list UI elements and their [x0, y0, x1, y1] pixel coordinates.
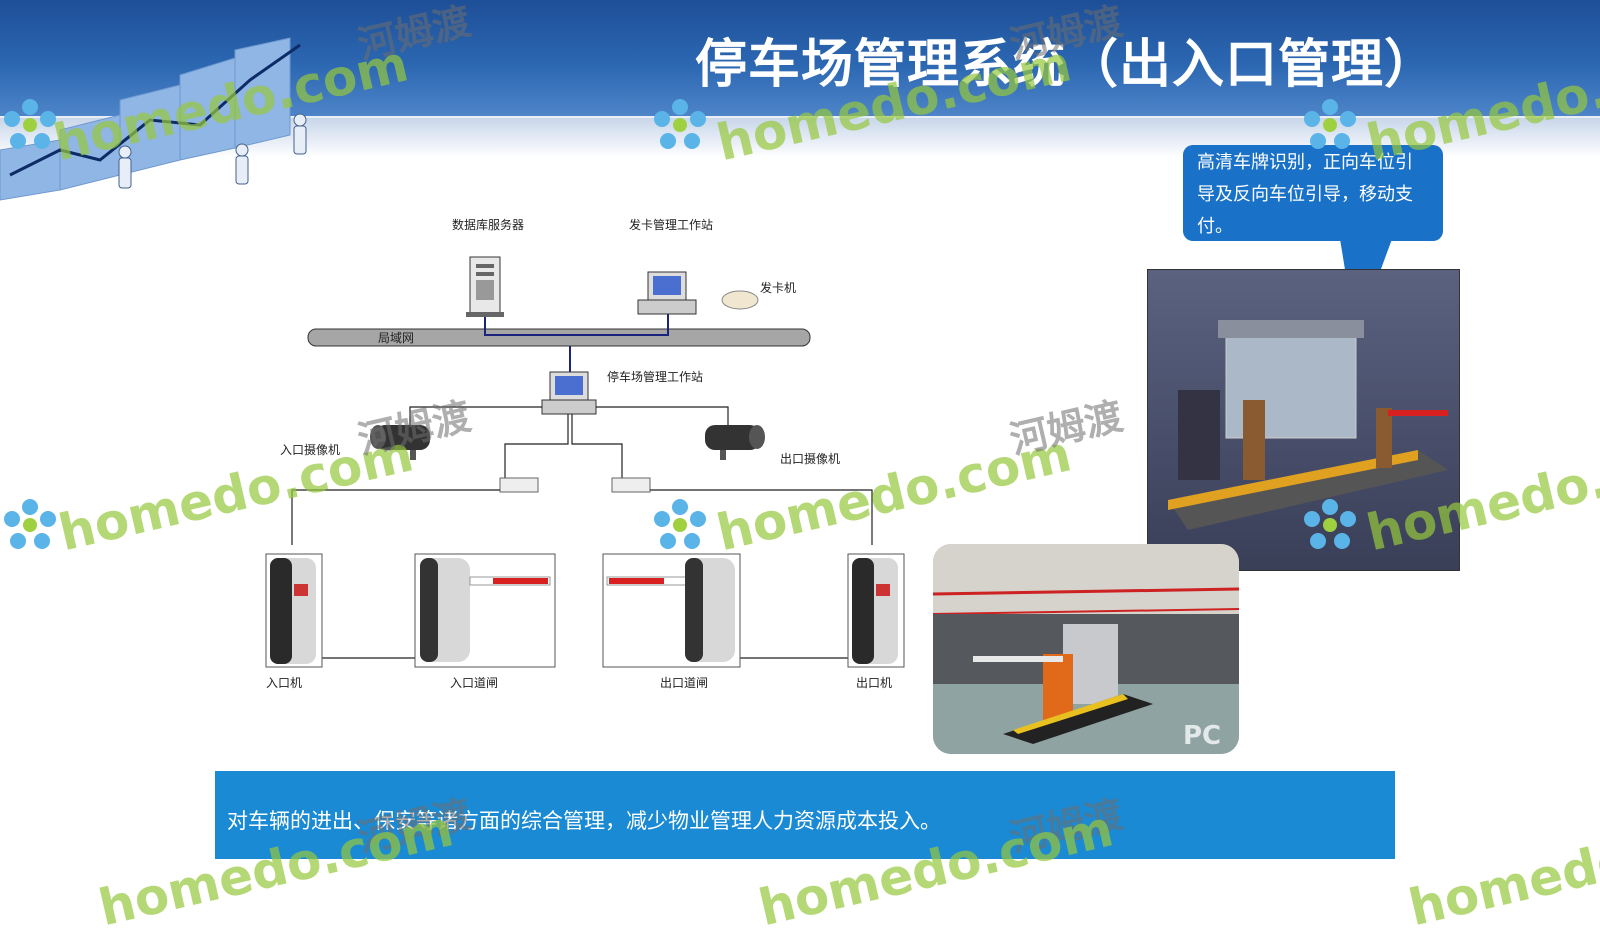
parking-station-computer-icon — [541, 371, 597, 415]
underground-garage-photo: PC — [933, 544, 1239, 754]
summary-bar: 对车辆的进出、保安等诸方面的综合管理，减少物业管理人力资源成本投入。 — [215, 771, 1395, 859]
entry-gate-label: 入口道闸 — [450, 676, 498, 690]
garage-watermark-text: PC — [1183, 721, 1221, 751]
entry-camera-label: 入口摄像机 — [280, 442, 340, 457]
exit-camera-label: 出口摄像机 — [780, 451, 840, 466]
db-server-label: 数据库服务器 — [452, 217, 524, 232]
entry-machine-label: 入口机 — [266, 676, 302, 690]
card-dispenser-icon — [721, 290, 759, 310]
entry-machine-icon — [265, 553, 323, 668]
entry-camera-icon — [370, 425, 430, 460]
card-station-computer-icon — [637, 271, 697, 315]
exit-camera-icon — [705, 425, 765, 460]
feature-callout: 高清车牌识别，正向车位引导及反向车位引导，移动支付。 — [1183, 145, 1443, 241]
lan-bar — [307, 328, 811, 347]
lan-label: 局域网 — [378, 331, 414, 345]
exit-machine-icon — [847, 553, 905, 668]
watermark-flower-icon — [4, 499, 56, 549]
watermark-homedo: homedo.com — [1403, 799, 1600, 937]
parking-station-label: 停车场管理工作站 — [607, 369, 703, 384]
exit-machine-label: 出口机 — [856, 676, 892, 690]
card-station-label: 发卡管理工作站 — [629, 217, 713, 232]
business-growth-illustration — [0, 37, 307, 201]
exit-controller-icon — [611, 477, 651, 493]
slide-title: 停车场管理系统（出入口管理） — [695, 35, 1438, 95]
exit-gate-label: 出口道闸 — [660, 676, 708, 690]
entry-barrier-gate-icon — [414, 553, 556, 668]
card-machine-label: 发卡机 — [760, 280, 796, 295]
exit-barrier-gate-icon — [602, 553, 741, 668]
parking-network-diagram: 局域网 数据库服务器 发卡管理工作站 发卡机 停车场管理工作站 入口摄像机 — [265, 217, 905, 690]
entry-controller-icon — [499, 477, 539, 493]
toll-booth-image — [1147, 269, 1460, 571]
database-server-icon — [466, 256, 504, 317]
watermark-hemudu: 河姆渡 — [1005, 393, 1127, 463]
callout-text: 高清车牌识别，正向车位引导及反向车位引导，移动支付。 — [1197, 152, 1413, 237]
summary-text: 对车辆的进出、保安等诸方面的综合管理，减少物业管理人力资源成本投入。 — [227, 809, 941, 833]
